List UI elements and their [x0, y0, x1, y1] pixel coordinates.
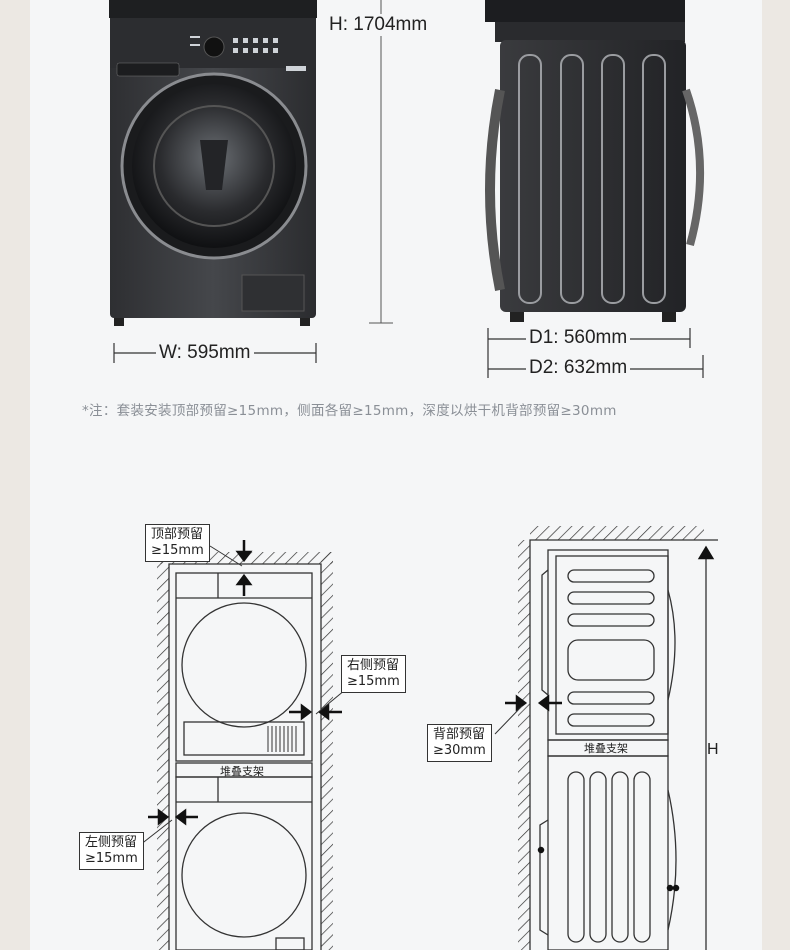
depth1-label: D1: 560mm: [526, 327, 631, 349]
top-clearance-callout: 顶部预留 ≥15mm: [145, 524, 210, 562]
left-clearance-value: ≥15mm: [85, 851, 138, 866]
front-view-washer: [109, 0, 317, 326]
installation-note: *注：套装安装顶部预留≥15mm，侧面各留≥15mm，深度以烘干机背部预留≥30…: [82, 403, 617, 419]
width-label: W: 595mm: [156, 342, 254, 364]
right-clearance-callout: 右侧预留 ≥15mm: [341, 655, 406, 693]
side-view-washer: [485, 0, 705, 322]
front-install-diagram: [139, 540, 346, 950]
side-install-diagram: [494, 526, 718, 950]
back-clearance-callout: 背部预留 ≥30mm: [427, 724, 492, 762]
height-label: H: 1704mm: [326, 14, 431, 36]
right-clearance-value: ≥15mm: [347, 674, 400, 689]
front-stack-rack-label: 堆叠支架: [220, 765, 264, 778]
left-clearance-callout: 左侧预留 ≥15mm: [79, 832, 144, 870]
depth2-label: D2: 632mm: [526, 357, 631, 379]
side-stack-rack-label: 堆叠支架: [584, 742, 628, 755]
top-clearance-value: ≥15mm: [151, 543, 204, 558]
right-clearance-title: 右侧预留: [347, 658, 400, 673]
left-clearance-title: 左侧预留: [85, 835, 138, 850]
stack-height-label: H: [707, 741, 719, 758]
back-clearance-title: 背部预留: [433, 727, 486, 742]
height-dimension-line: [369, 0, 393, 324]
top-clearance-title: 顶部预留: [151, 527, 204, 542]
back-clearance-value: ≥30mm: [433, 743, 486, 758]
